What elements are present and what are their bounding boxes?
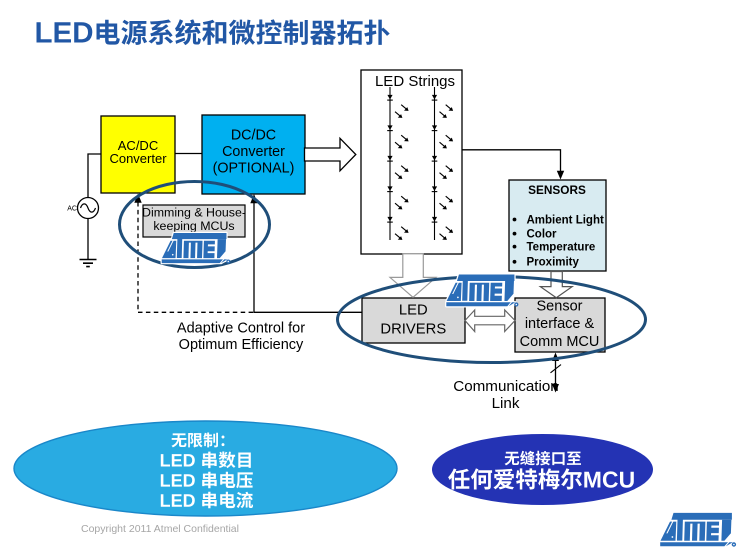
- svg-text:LED Strings: LED Strings: [375, 73, 455, 90]
- svg-text:Color: Color: [527, 228, 558, 240]
- svg-text:Comm MCU: Comm MCU: [520, 334, 600, 350]
- svg-text:keeping MCUs: keeping MCUs: [153, 219, 234, 233]
- svg-text:SENSORS: SENSORS: [528, 183, 586, 197]
- svg-text:Sensor: Sensor: [537, 299, 583, 315]
- svg-text:Converter: Converter: [222, 144, 285, 160]
- svg-text:Temperature: Temperature: [527, 241, 596, 253]
- svg-text:Dimming & House-: Dimming & House-: [142, 206, 246, 220]
- svg-text:LED: LED: [399, 303, 428, 319]
- svg-text:(OPTIONAL): (OPTIONAL): [213, 161, 295, 177]
- svg-text:DC/DC: DC/DC: [231, 128, 276, 144]
- svg-text:DRIVERS: DRIVERS: [380, 322, 446, 338]
- svg-text:Proximity: Proximity: [527, 257, 580, 269]
- svg-text:Adaptive Control for: Adaptive Control for: [177, 321, 305, 337]
- svg-text:Copyright 2011 Atmel Confident: Copyright 2011 Atmel Confidential: [81, 523, 239, 535]
- svg-text:Ambient Light: Ambient Light: [527, 214, 604, 226]
- svg-text:Link: Link: [492, 395, 520, 412]
- svg-text:Converter: Converter: [109, 151, 167, 166]
- svg-text:AC: AC: [67, 206, 77, 213]
- svg-text:interface &: interface &: [525, 316, 595, 332]
- svg-text:AC/DC: AC/DC: [118, 138, 158, 153]
- svg-text:Communication: Communication: [453, 378, 559, 395]
- svg-text:Optimum Efficiency: Optimum Efficiency: [179, 337, 304, 353]
